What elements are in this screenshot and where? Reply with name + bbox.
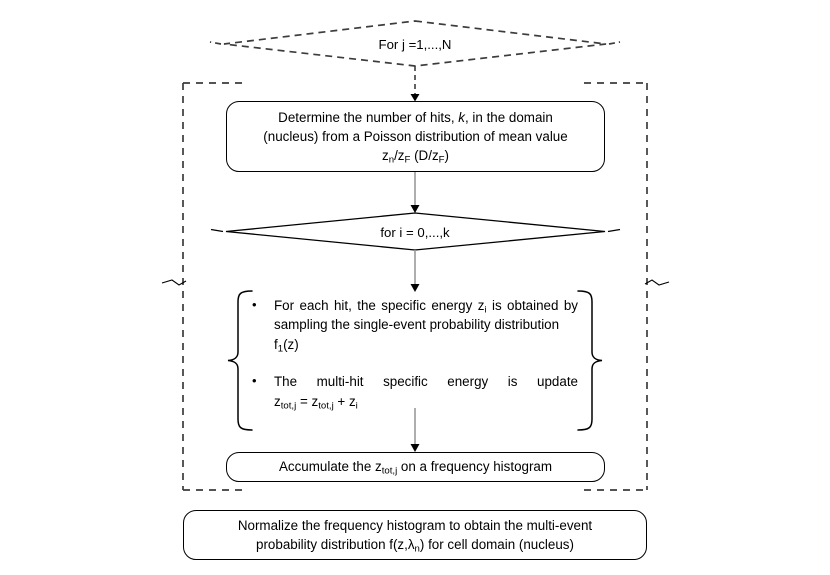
normalize-line2: probability distribution f(z,λn) for cel… xyxy=(256,535,574,554)
normalize-sub-n: n xyxy=(414,543,420,555)
formula-close-paren: ) xyxy=(444,148,449,164)
bullet-2-eq-z2: = z xyxy=(296,393,319,409)
determine-hits-box[interactable]: Determine the number of hits, k, in the … xyxy=(226,101,605,172)
formula-sub-n: n xyxy=(388,154,395,166)
loop-j-text: For j =1,...,N xyxy=(378,36,452,52)
determine-hits-line1: Determine the number of hits, k, in the … xyxy=(278,108,553,127)
determine-hits-line1-a: Determine the number of hits, xyxy=(278,109,459,125)
bullet-marker-icon: • xyxy=(252,297,257,312)
bullet-2-text: The multi-hit specific energy is update … xyxy=(274,372,578,411)
determine-hits-line1-b: , in the domain xyxy=(464,109,553,125)
normalize-line1: Normalize the frequency histogram to obt… xyxy=(237,517,593,533)
bullet-2-sub-totj-2: tot,j xyxy=(318,400,334,412)
bullet-2-sub-i: i xyxy=(355,400,358,412)
formula-sub-f1: F xyxy=(404,154,411,166)
bullet-left-brace xyxy=(227,290,253,431)
outer-loop-boundary xyxy=(161,82,670,491)
accumulate-box[interactable]: Accumulate the ztot,j on a frequency his… xyxy=(226,452,605,482)
normalize-line2-pre: probability distribution f(z,λ xyxy=(256,537,415,552)
connector-loopi-to-bullets xyxy=(410,250,420,292)
list-item: • For each hit, the specific energy zi i… xyxy=(252,296,578,354)
loop-j-label: For j =1,...,N xyxy=(300,32,530,56)
loop-i-text: for i = 0,...,k xyxy=(380,224,450,240)
determine-hits-formula: zn/zF (D/zF) xyxy=(382,146,449,165)
bullet-marker-icon: • xyxy=(252,373,257,389)
accumulate-post: on a frequency histogram xyxy=(397,459,553,475)
connector-bullets-to-accumulate xyxy=(410,408,420,452)
formula-slash-z: /z xyxy=(394,148,405,164)
bullet-1-seg1: For each hit, the specific energy z xyxy=(274,298,485,313)
bullet-2-formula: ztot,j = ztot,j + zi xyxy=(274,392,578,411)
bullet-2-sub-totj-1: tot,j xyxy=(280,400,297,412)
bullet-1-arg-z: (z) xyxy=(283,336,299,352)
bullet-1-formula: f1(z) xyxy=(274,335,578,354)
normalize-line2-post: ) for cell domain (nucleus) xyxy=(419,537,574,552)
accumulate-text: Accumulate the ztot,j on a frequency his… xyxy=(279,457,552,476)
determine-hits-line2: (nucleus) from a Poisson distribution of… xyxy=(263,128,568,144)
bullet-1-seg2: is obtained by sampling the single-event… xyxy=(274,298,578,333)
bullet-content-block: • For each hit, the specific energy zi i… xyxy=(252,296,578,411)
bullet-1-sub-i: i xyxy=(484,304,487,316)
formula-sub-f2: F xyxy=(438,154,445,166)
accumulate-pre: Accumulate the z xyxy=(278,459,382,475)
formula-d-slash-z: (D/z xyxy=(410,148,439,164)
connector-loopj-to-determine xyxy=(410,66,420,102)
bullet-1-sub-1: 1 xyxy=(277,343,284,355)
bullet-2-plus-z: + z xyxy=(333,393,356,409)
connector-determine-to-loopi xyxy=(410,172,420,213)
bullet-right-brace xyxy=(577,290,603,431)
bullet-2-seg1: The multi-hit specific energy is update xyxy=(274,374,578,390)
normalize-box[interactable]: Normalize the frequency histogram to obt… xyxy=(183,510,647,560)
list-item: • The multi-hit specific energy is updat… xyxy=(252,372,578,411)
determine-hits-var-k: k xyxy=(458,109,465,125)
accumulate-sub-totj: tot,j xyxy=(381,466,398,478)
bullet-2-body: The multi-hit specific energy is update xyxy=(274,372,578,391)
bullet-1-f: f xyxy=(274,336,278,352)
bullet-1-body: For each hit, the specific energy zi is … xyxy=(274,296,578,335)
bullet-2-z1: z xyxy=(274,393,281,409)
formula-z: z xyxy=(382,148,389,164)
loop-i-label: for i = 0,...,k xyxy=(320,220,510,244)
bullet-1-text: For each hit, the specific energy zi is … xyxy=(274,296,578,354)
